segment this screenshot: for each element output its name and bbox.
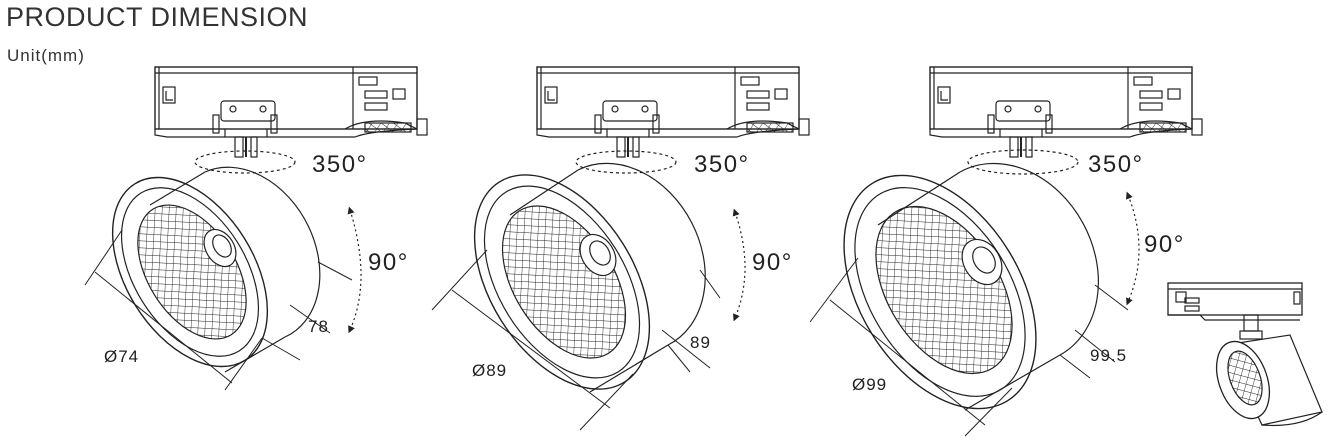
spotlight-variant-2 <box>431 66 810 431</box>
rotation-angle-label: 350° <box>312 151 368 178</box>
spotlight-head-icon <box>473 162 706 393</box>
diameter-label: Ø74 <box>104 347 139 366</box>
track-adapter-icon <box>536 66 810 158</box>
tilt-angle-label: 90° <box>752 249 793 276</box>
dimension-lines <box>809 257 1129 437</box>
spotlight-variant-1 <box>84 66 428 391</box>
spotlight-head-icon <box>843 162 1100 411</box>
length-label: 89 <box>690 333 711 352</box>
rotation-angle-label: 350° <box>694 151 750 178</box>
tilt-angle-label: 90° <box>1144 231 1185 258</box>
tilt-angle-label: 90° <box>368 249 409 276</box>
tilt-arrow-icon <box>347 206 362 334</box>
dimension-lines <box>431 249 721 431</box>
rotation-angle-label: 350° <box>1088 151 1144 178</box>
diameter-label: Ø89 <box>472 361 507 380</box>
tilt-arrow-icon <box>732 208 746 322</box>
page-title: PRODUCT DIMENSION <box>6 2 309 32</box>
unit-label: Unit(mm) <box>7 46 85 65</box>
length-label: 78 <box>308 317 329 336</box>
spotlight-variant-3 <box>809 66 1323 437</box>
track-adapter-icon <box>929 66 1203 158</box>
length-label: 99.5 <box>1090 346 1127 365</box>
rotation-arrow-icon <box>575 150 677 174</box>
track-adapter-icon <box>154 66 428 158</box>
mini-spotlight-icon <box>1167 282 1323 427</box>
rotation-arrow-icon <box>194 150 296 174</box>
tilt-arrow-icon <box>1125 191 1140 306</box>
dimension-lines <box>84 229 353 391</box>
diameter-label: Ø99 <box>852 375 887 394</box>
spotlight-head-icon <box>111 166 321 373</box>
rotation-arrow-icon <box>967 149 1079 175</box>
